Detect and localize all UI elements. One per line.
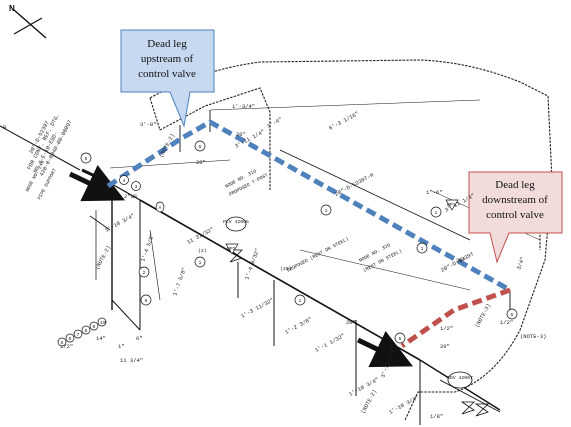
upstream-callout: Dead leg upstream of control valve [120,29,215,128]
size-tag: 2"NS [124,193,138,200]
bubble-label: 5 [85,156,88,162]
upstream-dead-leg [106,119,512,293]
note-label: (NOTE-3) [520,333,546,340]
size-tag: 1/2" [440,325,453,332]
bubble-label: 6 [145,298,148,304]
bubble-label: 1 [299,298,302,304]
dim-label: 1'-10 3/4" [388,394,420,416]
ref-letter: WP1 [447,202,456,208]
bubble-label: 5 [61,340,64,346]
downstream-callout-line-2: downstream of [482,194,548,206]
size-tag: 20" [196,159,206,166]
ref-letter: B [3,124,7,131]
downstream-callout: Dead leg downstream of control valve [468,171,563,264]
compass-north-label: N [9,4,15,13]
pressure-control-valve: PCV 42005 [223,216,249,263]
dim-label: 3'-8" [140,121,157,128]
dim-label: 1'-10 3/4" [104,212,136,234]
note-label: (NOTE-2) [360,388,379,415]
dim-label: 1/8" [430,413,443,420]
dim-label: 6'-3 1/16" [328,110,360,132]
weld-point-icon [445,199,459,211]
dim-label: 11 3/4" [120,357,143,364]
note-label: (NOTE-2) [94,244,113,271]
upstream-callout-line-2: upstream of [141,53,194,65]
valve-icon [228,249,243,263]
size-tag: 20" [236,131,246,138]
shutdown-valve: SDV 42007 [447,371,489,417]
bubble-label: 1 [325,208,328,214]
bubble-label: 5 [199,144,202,150]
reference-markers: B A WP1 WP2 (20) (2) [3,124,459,272]
downstream-dead-leg [400,287,511,349]
ref-letter: (20) [280,266,292,272]
dim-label: 1'-1 1/32" [314,332,346,354]
bubble-label: 7 [77,332,80,338]
size-tag: 1" [118,343,125,350]
bubble-label: 6 [69,336,72,342]
bubble-label: 10 [100,320,106,326]
downstream-callout-line-3: control valve [486,209,544,221]
upstream-callout-line-1: Dead leg [147,38,187,50]
bubble-label: 3 [135,184,138,190]
size-tag: 1/2" [60,343,73,350]
bubble-label: 5 [511,312,514,318]
bubble-label: 8 [85,328,88,334]
outlet-flow-arrow [356,331,414,368]
dim-label: 1'-3/4" [232,103,255,110]
note-label: (NOTE-3) [474,302,493,329]
sdv-tag: SDV 42007 [447,375,473,381]
ref-letter: (2) [198,248,207,254]
valve-icon [474,403,489,417]
ref-letter: WP2 [227,246,236,252]
dim-label: 1'-4 5/8" [139,232,156,262]
bubble-label: 1 [199,260,202,266]
size-tag: 14" [96,335,106,342]
size-tag: 1/2" [500,319,513,326]
compass-icon: N [9,4,47,39]
upstream-callout-line-3: control valve [138,68,196,80]
bubble-numbers: 5 5 5 5 1 1 1 1 1 2 6 4 3 5 6 7 8 9 10 [57,140,518,347]
size-tags: 2"NS 20" 20" 20" 20" 14" 1" 20" 6" 1/2" … [60,131,513,350]
bubble-label: 1 [421,246,424,252]
dim-label: 1'-3 11/32" [240,297,275,320]
size-tag: 20" [440,343,450,350]
bubble-label: 5 [399,336,402,342]
size-tag: 6" [136,335,143,342]
dim-label: 1'-6" [426,189,443,196]
weld-point-icon [225,243,239,255]
downstream-callout-line-1: Dead leg [495,179,535,191]
dim-label: 1'-4" [266,116,284,130]
dim-label: 1'-2 3/8" [284,316,314,336]
size-tag: 20" [456,257,466,264]
dim-label: 1'-7 5/8" [171,266,188,296]
dim-label: 1'-4 9/32" [243,247,261,280]
pcv-tag: PCV 42005 [223,219,249,225]
bubble-label: 2 [143,270,146,276]
line-number-label: 20"-D-52397-H [334,171,375,197]
valve-icon [460,401,475,415]
bubble-label: 4 [123,178,126,184]
ref-letter: A [159,205,162,211]
bubble-label: 9 [93,324,96,330]
bubble-label: 1 [435,210,438,216]
dim-label: 3/4" [515,256,526,271]
size-tag: 20" [346,319,356,326]
support-label: PROPOSED (REST ON STEEL) [286,236,350,274]
inlet-flow-arrow [68,165,126,202]
